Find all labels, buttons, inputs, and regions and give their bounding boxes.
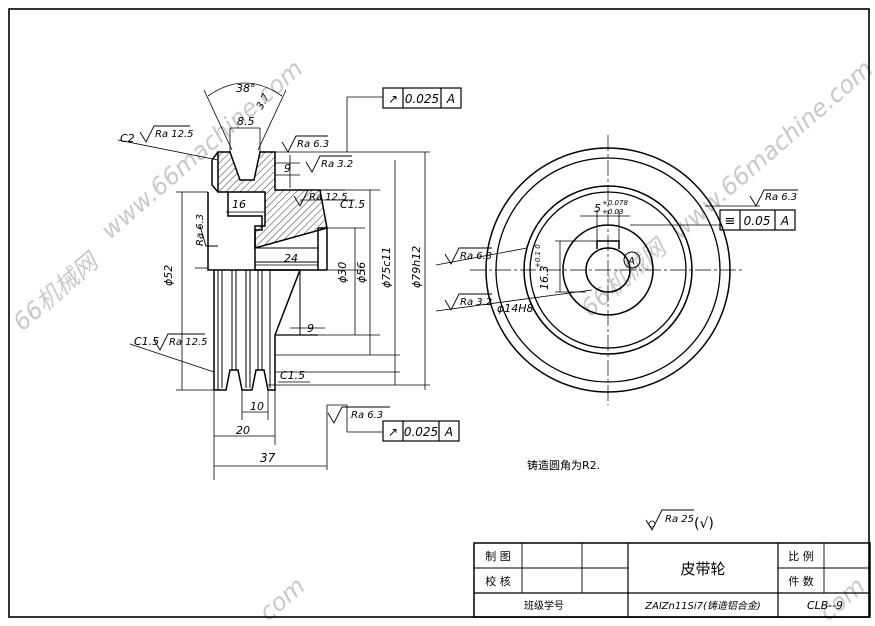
dim-keyway-width-tol-lo: +0.03 — [602, 208, 623, 216]
roughness-label: Ra 12.5 — [155, 129, 194, 140]
dim-bore-depth: 16 — [232, 198, 246, 211]
watermark-brand: 66机械网 — [576, 232, 674, 322]
title-scale: 比 例 — [788, 549, 814, 563]
chamfer-c2: C2 — [120, 132, 135, 145]
title-drawn: 制 图 — [485, 550, 511, 563]
dim-groove-width: 8.5 — [237, 115, 255, 128]
datum-label: A — [627, 256, 635, 267]
watermark-short: com — [254, 572, 311, 626]
tolerance-value: 0.025 — [405, 92, 439, 106]
chamfer-c15-bottom: C1.5 — [280, 369, 305, 382]
roughness-label: Ra 12.5 — [309, 192, 348, 203]
tolerance-value: 0.025 — [404, 425, 438, 439]
dim-keyway-depth: 16.3 — [538, 266, 551, 291]
dim-hub-length: 24 — [284, 252, 298, 265]
chamfer-labels: C2 C1.5 C1.5 C1.5 — [120, 132, 365, 382]
circular-view — [435, 135, 760, 405]
roughness-general: Ra 25 — [665, 514, 694, 525]
drawing-border — [8, 8, 870, 618]
datum-ref: A — [780, 214, 789, 228]
hub-outline — [227, 192, 319, 271]
dim-keyway-width-tol-hi: +0.078 — [602, 199, 628, 207]
roughness-label: Ra 12.5 — [169, 337, 208, 348]
roughness-label: Ra 6.3 — [351, 410, 383, 421]
dim-dia-56: ϕ56 — [355, 262, 368, 283]
symmetry-symbol: ≡ — [725, 214, 736, 229]
title-count: 件 数 — [788, 575, 814, 588]
runout-symbol: ↗ — [388, 92, 398, 106]
title-checked: 校 核 — [485, 574, 511, 588]
roughness-label: Ra 6.3 — [297, 139, 329, 150]
dim-overall-width: 37 — [260, 451, 276, 465]
chamfer-c15-web: C1.5 — [340, 198, 365, 211]
dim-groove-span: 20 — [236, 424, 250, 437]
technical-note: 铸造圆角为R2. — [527, 458, 600, 472]
dim-groove-pitch: 10 — [250, 400, 264, 413]
dim-dia-75: ϕ75c11 — [380, 247, 393, 288]
title-block — [473, 542, 871, 618]
drawing-code: CLB--9 — [807, 599, 843, 612]
title-student: 班级学号 — [524, 599, 564, 612]
title-block-text: 制 图 校 核 皮带轮 比 例 件 数 班级学号 ZAlZn11Si7(铸造铝合… — [485, 549, 843, 612]
dim-groove-angle: 38° — [236, 82, 256, 95]
dim-dia-79: ϕ79h12 — [410, 246, 423, 288]
roughness-symbols — [139, 125, 798, 531]
roughness-labels: Ra 12.5 Ra 6.3 Ra 3.2 Ra 12.5 Ra 6.3 Ra … — [155, 129, 797, 532]
dim-rim-thickness: 9 — [284, 162, 291, 175]
dimension-lines — [117, 82, 430, 480]
dim-bore: ϕ14H8 — [497, 302, 534, 315]
roughness-general-suffix: (√) — [694, 516, 714, 532]
chamfer-c15-left: C1.5 — [134, 335, 159, 348]
material: ZAlZn11Si7(铸造铝合金) — [644, 600, 761, 612]
runout-symbol: ↗ — [388, 425, 398, 439]
tolerance-frame-top: ↗ 0.025 A — [382, 87, 462, 109]
datum-ref: A — [444, 425, 453, 439]
tolerance-frame-symmetry: ≡ 0.05 A — [719, 209, 796, 231]
roughness-label: Ra 3.2 — [460, 297, 492, 308]
dim-dia-30: ϕ30 — [336, 262, 349, 283]
section-view — [117, 82, 430, 480]
roughness-label: Ra 6.3 — [460, 251, 492, 262]
tolerance-value: 0.05 — [744, 214, 771, 228]
datum-ref: A — [446, 92, 455, 106]
dim-keyway-depth-tol: +0.1 0 — [534, 244, 542, 268]
dim-keyway-width: 5 — [594, 202, 601, 215]
roughness-label: Ra 6.3 — [195, 214, 206, 246]
dim-web-offset: 9 — [307, 322, 314, 335]
part-name: 皮带轮 — [680, 560, 725, 578]
tolerance-frame-bottom: ↗ 0.025 A — [382, 420, 460, 442]
roughness-label: Ra 3.2 — [321, 159, 353, 170]
watermark-brand: 66机械网 — [8, 246, 106, 336]
roughness-label: Ra 6.3 — [765, 192, 797, 203]
dim-dia-52: ϕ52 — [162, 265, 175, 286]
